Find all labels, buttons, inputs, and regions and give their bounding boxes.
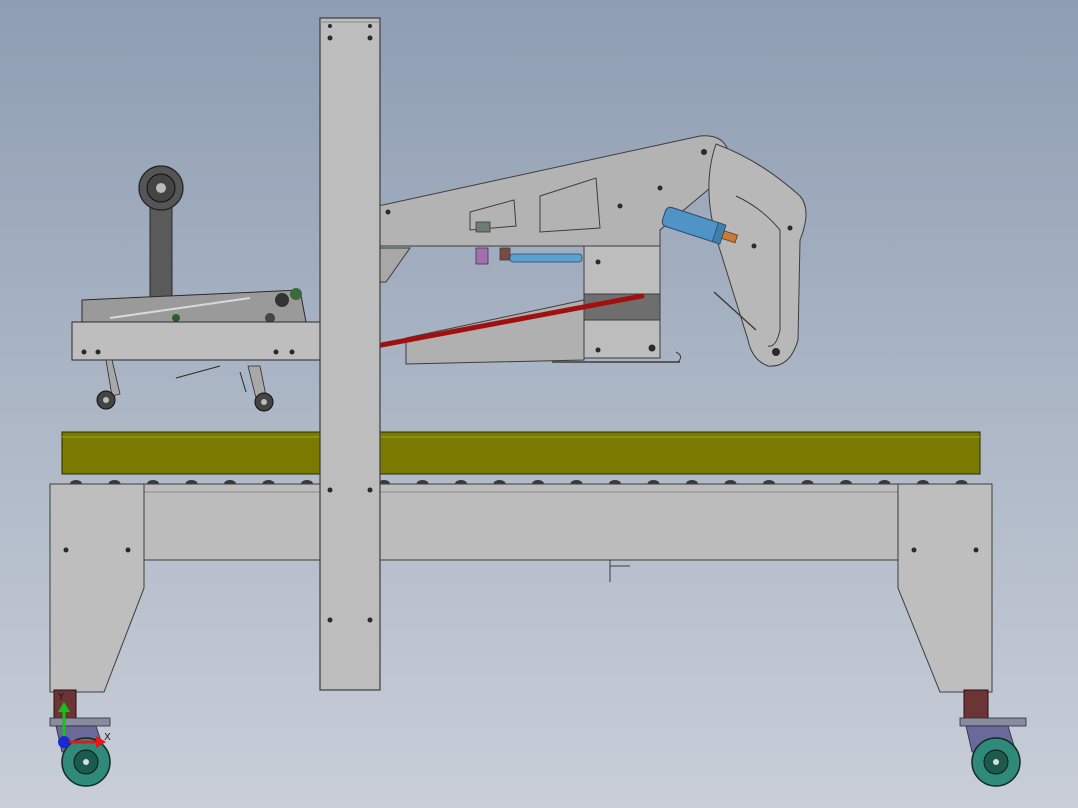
- pushrod: [373, 293, 645, 349]
- vertical-column: [319, 17, 381, 691]
- x-axis-label: X: [104, 732, 111, 743]
- coordinate-triad: Y X: [57, 692, 111, 748]
- main-frame: [49, 483, 993, 693]
- y-axis-label: Y: [57, 692, 65, 703]
- pneumatic-cylinder: [661, 206, 739, 245]
- caster-wheel-right: [959, 689, 1027, 787]
- pneumatic-cylinder-small: [509, 253, 583, 263]
- tape-dispenser-head: [71, 165, 321, 412]
- conveyor-belt: [61, 431, 981, 475]
- caster-wheel-left: [49, 689, 111, 787]
